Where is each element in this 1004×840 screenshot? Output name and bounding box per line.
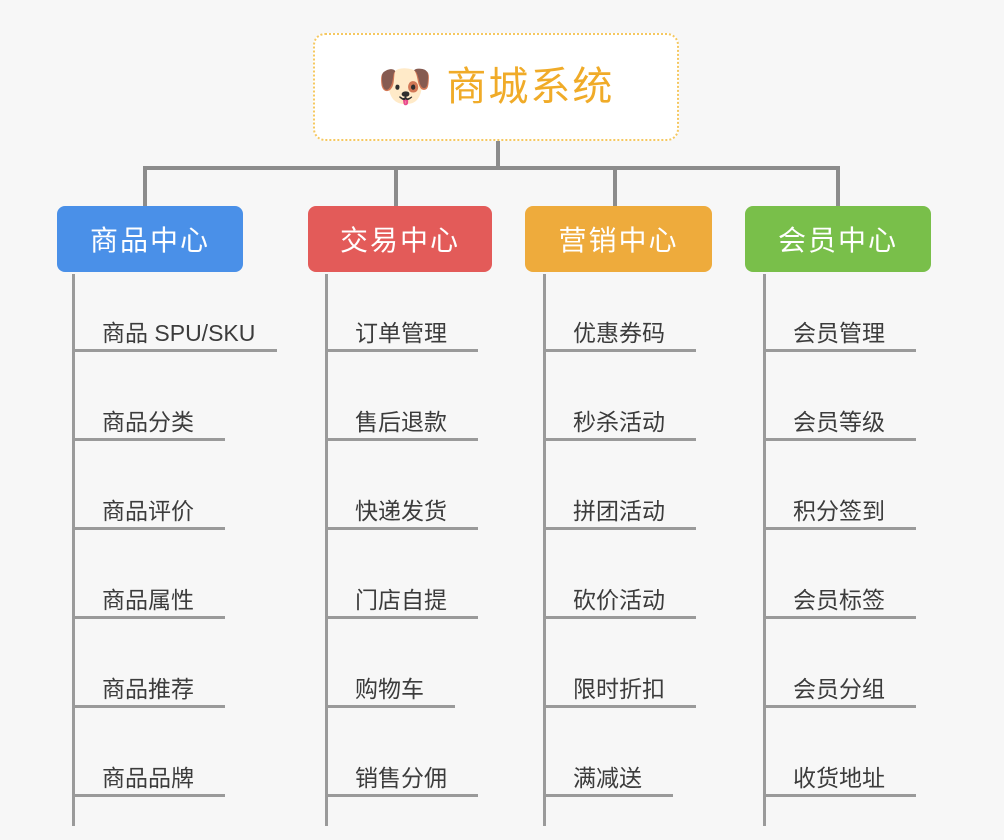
leaf-underline bbox=[72, 527, 225, 530]
leaf-underline bbox=[763, 705, 916, 708]
root-stem-connector bbox=[496, 141, 500, 168]
leaf-underline bbox=[543, 349, 696, 352]
leaf-underline bbox=[72, 616, 225, 619]
leaf-label: 售后退款 bbox=[355, 409, 447, 435]
leaf-underline bbox=[72, 705, 225, 708]
leaf-underline bbox=[325, 616, 478, 619]
leaf-label: 拼团活动 bbox=[573, 498, 665, 524]
leaf-label: 满减送 bbox=[573, 765, 642, 791]
branch-spine bbox=[325, 274, 328, 826]
branch-header-label: 会员中心 bbox=[777, 225, 898, 256]
leaf-label: 门店自提 bbox=[355, 587, 447, 613]
leaf-label: 商品评价 bbox=[102, 498, 194, 524]
leaf-underline bbox=[325, 794, 478, 797]
leaf-underline bbox=[72, 438, 225, 441]
leaf-underline bbox=[325, 349, 478, 352]
leaf-label: 会员分组 bbox=[793, 676, 885, 702]
branch-header-label: 商品中心 bbox=[89, 225, 210, 256]
leaf-label: 快递发货 bbox=[355, 498, 447, 524]
leaf-underline bbox=[543, 527, 696, 530]
leaf-label: 商品分类 bbox=[102, 409, 194, 435]
leaf-underline bbox=[763, 438, 916, 441]
leaf-underline bbox=[325, 438, 478, 441]
leaf-label: 会员标签 bbox=[793, 587, 885, 613]
leaf-label: 收货地址 bbox=[793, 765, 885, 791]
branch-drop-connector-1 bbox=[143, 166, 147, 206]
branch-header-商品中心[interactable]: 商品中心 bbox=[57, 206, 243, 272]
leaf-underline bbox=[543, 794, 673, 797]
leaf-label: 限时折扣 bbox=[573, 676, 665, 702]
leaf-underline bbox=[325, 527, 478, 530]
leaf-underline bbox=[763, 349, 916, 352]
branch-header-会员中心[interactable]: 会员中心 bbox=[745, 206, 931, 272]
leaf-underline bbox=[543, 705, 696, 708]
branch-drop-connector-2 bbox=[394, 166, 398, 206]
leaf-underline bbox=[72, 794, 225, 797]
branch-spine bbox=[763, 274, 766, 826]
horizontal-bus-connector bbox=[143, 166, 840, 170]
leaf-label: 商品 SPU/SKU bbox=[102, 320, 256, 346]
leaf-label: 订单管理 bbox=[355, 320, 447, 346]
branch-drop-connector-3 bbox=[613, 166, 617, 206]
leaf-label: 会员管理 bbox=[793, 320, 885, 346]
leaf-label: 秒杀活动 bbox=[573, 409, 665, 435]
leaf-label: 会员等级 bbox=[793, 409, 885, 435]
leaf-underline bbox=[763, 794, 916, 797]
branch-spine bbox=[72, 274, 75, 826]
branch-drop-connector-4 bbox=[836, 166, 840, 206]
leaf-label: 积分签到 bbox=[793, 498, 885, 524]
branch-header-营销中心[interactable]: 营销中心 bbox=[525, 206, 712, 272]
leaf-underline bbox=[763, 616, 916, 619]
branch-header-label: 交易中心 bbox=[339, 225, 460, 256]
leaf-underline bbox=[763, 527, 916, 530]
leaf-label: 商品属性 bbox=[102, 587, 194, 613]
branch-header-交易中心[interactable]: 交易中心 bbox=[308, 206, 492, 272]
leaf-underline bbox=[543, 438, 696, 441]
leaf-label: 商品品牌 bbox=[102, 765, 194, 791]
leaf-label: 销售分佣 bbox=[355, 765, 447, 791]
branch-spine bbox=[543, 274, 546, 826]
leaf-label: 购物车 bbox=[355, 676, 424, 702]
leaf-underline bbox=[543, 616, 696, 619]
leaf-label: 砍价活动 bbox=[573, 587, 665, 613]
root-title: 商城系统 bbox=[446, 65, 615, 109]
leaf-underline bbox=[325, 705, 455, 708]
leaf-label: 商品推荐 bbox=[102, 676, 194, 702]
branch-header-label: 营销中心 bbox=[558, 225, 679, 256]
leaf-label: 优惠券码 bbox=[573, 320, 665, 346]
leaf-underline bbox=[72, 349, 277, 352]
root-node[interactable]: 🐶 商城系统 bbox=[313, 33, 679, 141]
dog-face-icon: 🐶 bbox=[377, 62, 433, 111]
